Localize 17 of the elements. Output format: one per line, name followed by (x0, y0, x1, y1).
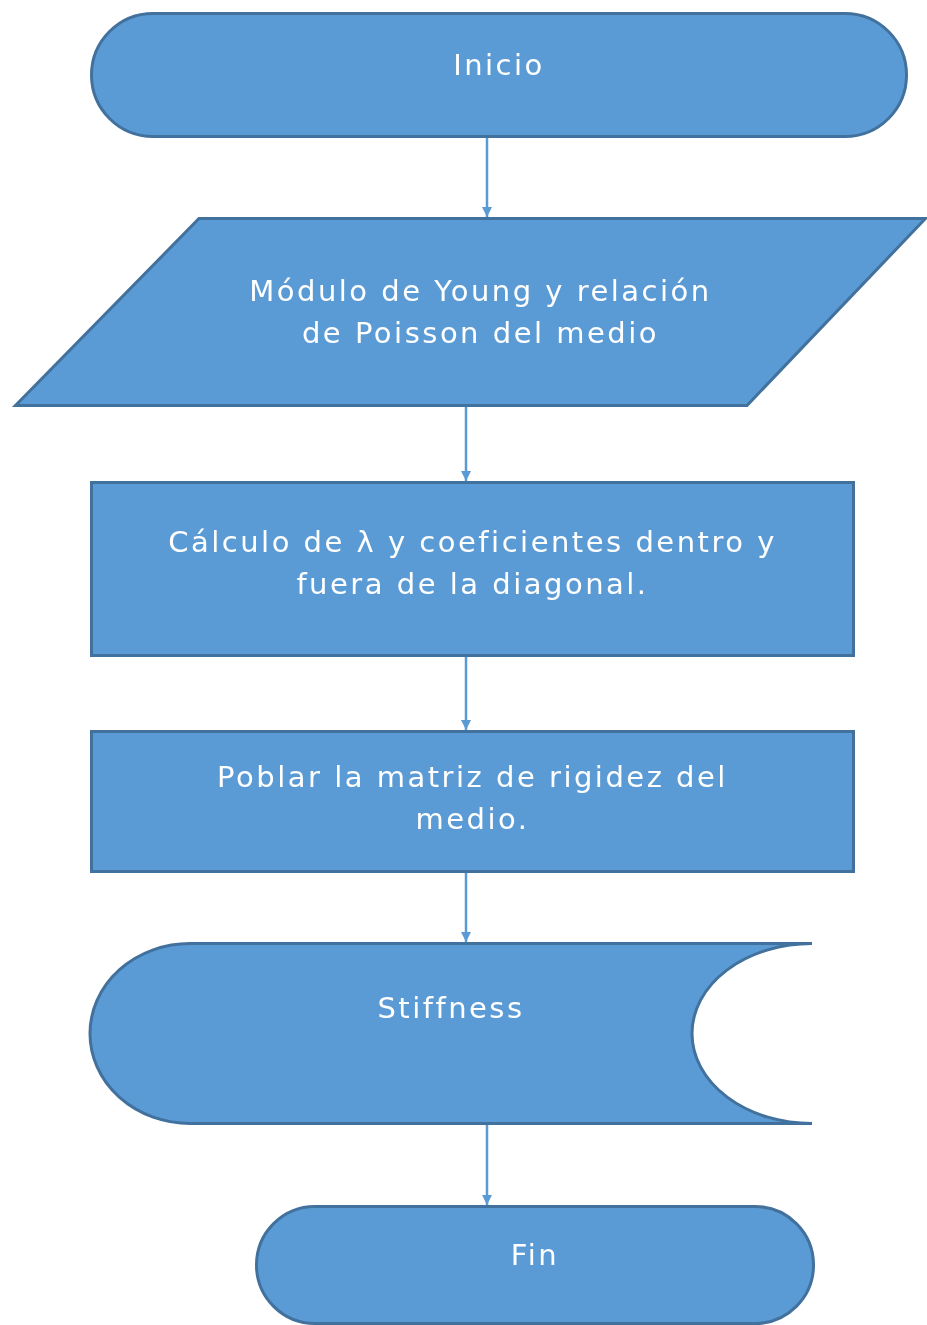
arrow (461, 657, 471, 730)
node-text: Poblar la matriz de rigidez del medio. (216, 758, 729, 838)
arrow (461, 873, 471, 942)
stored-data-shape (90, 942, 812, 1125)
node-text: Stiffness (376, 989, 526, 1027)
end-terminator (255, 1205, 815, 1325)
node-text: Cálculo de λ y coeficientes dentro y fuera de la diagonal. (167, 524, 778, 603)
node-text: Fin (509, 1237, 561, 1274)
arrow (461, 407, 471, 481)
node-text: Módulo de Young y relación de Poisson del medio (248, 273, 713, 352)
arrow (482, 1125, 492, 1205)
process-box (90, 730, 855, 873)
input-parallelogram (14, 217, 927, 407)
arrow (482, 138, 492, 217)
process-box (90, 481, 855, 657)
node-text: Inicio (452, 47, 546, 84)
start-terminator (90, 12, 908, 138)
